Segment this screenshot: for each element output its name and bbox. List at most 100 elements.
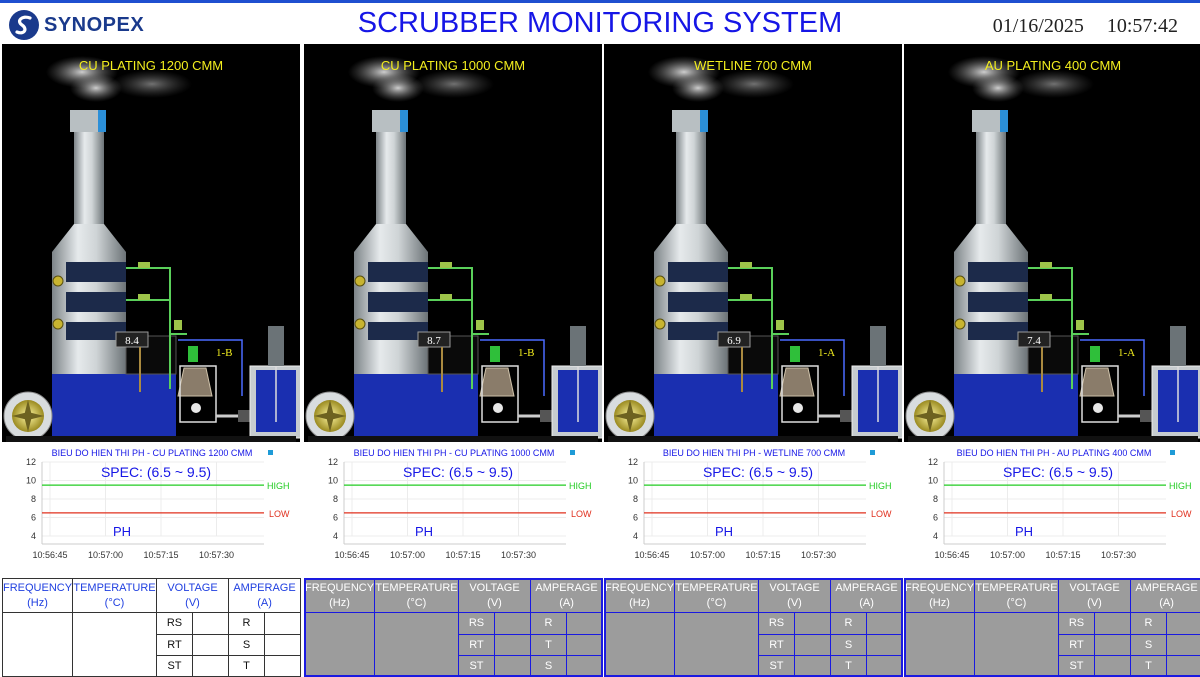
spec-range-label: SPEC: (6.5 ~ 9.5) [403,464,513,480]
amperage-phase-label: R [530,612,568,635]
valve-icon [476,320,484,330]
legend-marker [268,450,273,455]
scene-title: WETLINE 700 CMM [694,58,812,73]
agitator-motor-icon [268,326,284,366]
chimney-cap [372,110,406,132]
motor-status-table: FREQUENCY(Hz)TEMPERATURE(°C)VOLTAGE(V)AM… [904,577,1200,677]
scrubber-diagram: 8.4 1-B CU PLATIN [2,44,300,442]
amperage-phase-label: S [1130,633,1168,656]
y-tick-label: 12 [26,457,36,467]
spec-range-label: SPEC: (6.5 ~ 9.5) [1003,464,1113,480]
dosing-line [178,339,243,396]
voltage-phase-label: RS [458,612,495,635]
amperage-label: AMPERAGE [233,581,296,594]
frequency-header: FREQUENCY(Hz) [2,577,73,614]
voltage-value [1093,612,1132,635]
packing-layer [668,322,728,340]
high-limit-label: HIGH [267,481,290,491]
chimney-vent [400,110,408,132]
agitator-motor-icon [570,326,586,366]
amperage-label: AMPERAGE [835,581,898,594]
drain-pump-icon [1140,410,1152,422]
temperature-value [374,612,459,677]
spec-range-label: SPEC: (6.5 ~ 9.5) [703,464,813,480]
voltage-phase-label: ST [1058,654,1095,677]
voltage-phase-label: RS [156,612,193,635]
voltage-label: VOLTAGE [1069,581,1120,594]
amperage-phase-label: T [830,654,868,677]
amperage-phase-label: R [1130,612,1168,635]
voltage-header: VOLTAGE(V) [457,577,532,614]
packing-layer [66,262,126,282]
legend-marker [870,450,875,455]
scrubber-illustration: 7.4 1-A [905,56,1200,442]
chimney-stack [676,132,706,224]
x-tick-label: 10:57:30 [501,550,536,560]
temperature-unit: (°C) [706,596,727,609]
pump-icon [793,403,803,413]
amperage-unit: (A) [257,596,272,609]
ground [6,436,296,442]
voltage-header: VOLTAGE(V) [1057,577,1132,614]
voltage-phase-label: RT [156,633,193,656]
legend-marker [570,450,575,455]
low-limit-label: LOW [871,509,892,519]
pump-label: 1-B [216,347,233,359]
frequency-value [2,612,73,677]
voltage-value [793,654,832,677]
y-tick-label: 6 [633,513,638,523]
packing-layer [968,262,1028,282]
legend-marker [1170,450,1175,455]
x-tick-label: 10:56:45 [934,550,969,560]
scrubber-illustration: 8.4 1-B [3,56,300,442]
valve-icon [1040,294,1052,300]
sump-water [654,374,778,436]
chart-title: BIEU DO HIEN THI PH - CU PLATING 1200 CM… [52,448,253,458]
ph-readout-value: 8.4 [125,335,139,347]
valve-icon [138,262,150,268]
electrical-readings-table: FREQUENCY(Hz)TEMPERATURE(°C)VOLTAGE(V)AM… [604,577,904,677]
amperage-phase-label: T [228,654,266,677]
ph-readout-value: 6.9 [727,335,741,347]
fan-blades-icon [314,400,346,432]
tower-transition [954,224,1028,252]
chart-title: BIEU DO HIEN THI PH - WETLINE 700 CMM [663,448,845,458]
voltage-value [191,654,230,677]
temperature-header: TEMPERATURE(°C) [974,577,1059,614]
electrical-readings-table: FREQUENCY(Hz)TEMPERATURE(°C)VOLTAGE(V)AM… [2,577,302,677]
frequency-header: FREQUENCY(Hz) [304,577,375,614]
ph-chart: BIEU DO HIEN THI PH - CU PLATING 1200 CM… [2,442,300,578]
voltage-header: VOLTAGE(V) [757,577,832,614]
scrubber-diagram: 6.9 1-A WETLINE 7 [604,44,902,442]
scrubber-illustration: 6.9 1-A [605,56,902,442]
chimney-cap [672,110,706,132]
agitator-motor-icon [870,326,886,366]
y-tick-label: 8 [633,494,638,504]
pump-label: 1-A [818,347,835,359]
ground [308,436,598,442]
voltage-unit: (V) [787,596,802,609]
voltage-value [793,633,832,656]
tower-transition [52,224,126,252]
frequency-value [304,612,375,677]
temperature-unit: (°C) [1006,596,1027,609]
voltage-value [1093,633,1132,656]
temperature-value [72,612,157,677]
x-tick-label: 10:57:00 [88,550,123,560]
smoke-icon [948,56,1094,102]
amperage-phase-label: T [530,633,568,656]
amperage-header: AMPERAGE(A) [830,577,904,614]
voltage-unit: (V) [185,596,200,609]
frequency-label: FREQUENCY [305,581,375,594]
voltage-phase-label: RT [758,633,795,656]
drain-pump-icon [840,410,852,422]
pump-icon [1093,403,1103,413]
dosing-line [1080,339,1145,396]
amperage-value [566,633,604,656]
scene-title: CU PLATING 1200 CMM [78,58,224,73]
chimney-vent [1000,110,1008,132]
voltage-phase-label: ST [156,654,193,677]
motor-status-table: FREQUENCY(Hz)TEMPERATURE(°C)VOLTAGE(V)AM… [2,577,302,677]
